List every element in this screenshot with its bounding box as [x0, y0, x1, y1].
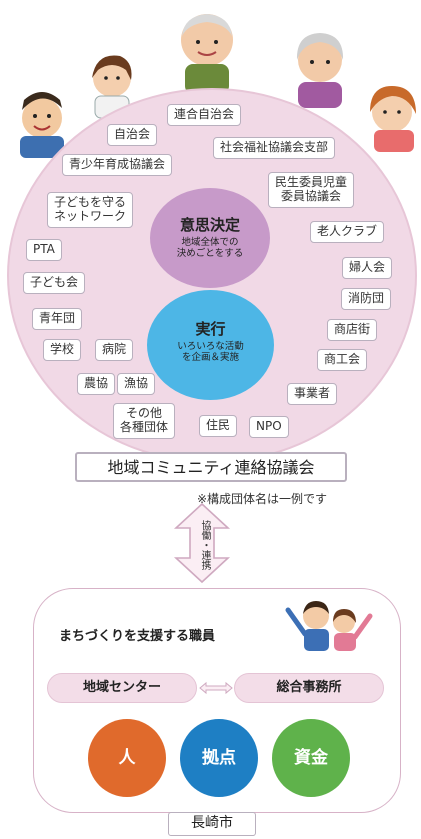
group-nokyo: 農協 [77, 373, 116, 395]
group-seishonen: 青少年育成協議会 [62, 154, 173, 176]
group-npo: NPO [249, 416, 289, 438]
group-rengo-jichikai: 連合自治会 [167, 104, 242, 126]
residents-illustration [20, 14, 416, 158]
elderly-man-figure-icon [181, 14, 233, 94]
resource-base: 拠点 [180, 719, 258, 797]
action-subtitle: いろいろな活動 を企画＆実施 [177, 341, 244, 364]
action-circle: 実行 いろいろな活動 を企画＆実施 [147, 290, 274, 400]
group-sonota: その他 各種団体 [113, 403, 176, 439]
group-jigyosha: 事業者 [287, 383, 338, 405]
decision-subtitle: 地域全体での 決めごとをする [176, 237, 244, 260]
double-arrow-icon [173, 502, 231, 584]
group-kodomo-network: 子どもを守る ネットワーク [47, 192, 134, 228]
group-jichikai: 自治会 [107, 124, 158, 146]
group-seinendan: 青年団 [32, 308, 83, 330]
cooperation-label: 協働・連携 [199, 520, 210, 570]
woman-figure-icon [370, 86, 416, 152]
group-shobodan: 消防団 [341, 288, 392, 310]
composition-note: ※構成団体名は一例です [197, 492, 328, 506]
man-figure-icon [20, 92, 64, 158]
group-kodomokai: 子ども会 [23, 272, 86, 294]
female-staff-icon [333, 609, 373, 651]
office-sogo-jimusho: 総合事務所 [234, 673, 384, 703]
resource-people: 人 [88, 719, 166, 797]
action-title: 実行 [195, 320, 226, 338]
group-pta: PTA [26, 239, 62, 261]
city-banner: 長崎市 [168, 812, 256, 836]
support-staff-title: まちづくりを支援する職員 [59, 629, 216, 644]
group-shokokai: 商工会 [317, 349, 368, 371]
resource-funds: 資金 [272, 719, 350, 797]
group-rojin-club: 老人クラブ [310, 221, 385, 243]
group-gyokyo: 漁協 [117, 373, 156, 395]
link-arrow-icon [199, 681, 233, 695]
group-gakko: 学校 [43, 339, 82, 361]
decision-making-circle: 意思決定 地域全体での 決めごとをする [150, 188, 270, 288]
elderly-woman-figure-icon [296, 33, 344, 108]
group-byoin: 病院 [95, 339, 134, 361]
group-fujinkai: 婦人会 [342, 257, 393, 279]
staff-illustration [285, 601, 373, 651]
decision-title: 意思決定 [179, 216, 240, 234]
group-minsei-iin: 民生委員児童 委員協議会 [268, 172, 355, 208]
group-jumin: 住民 [199, 415, 238, 437]
council-banner: 地域コミュニティ連絡協議会 [75, 452, 347, 482]
office-chiiki-center: 地域センター [47, 673, 197, 703]
group-shotengai: 商店街 [327, 319, 378, 341]
male-staff-icon [285, 601, 329, 651]
group-shakai-fukushi: 社会福祉協議会支部 [213, 137, 336, 159]
